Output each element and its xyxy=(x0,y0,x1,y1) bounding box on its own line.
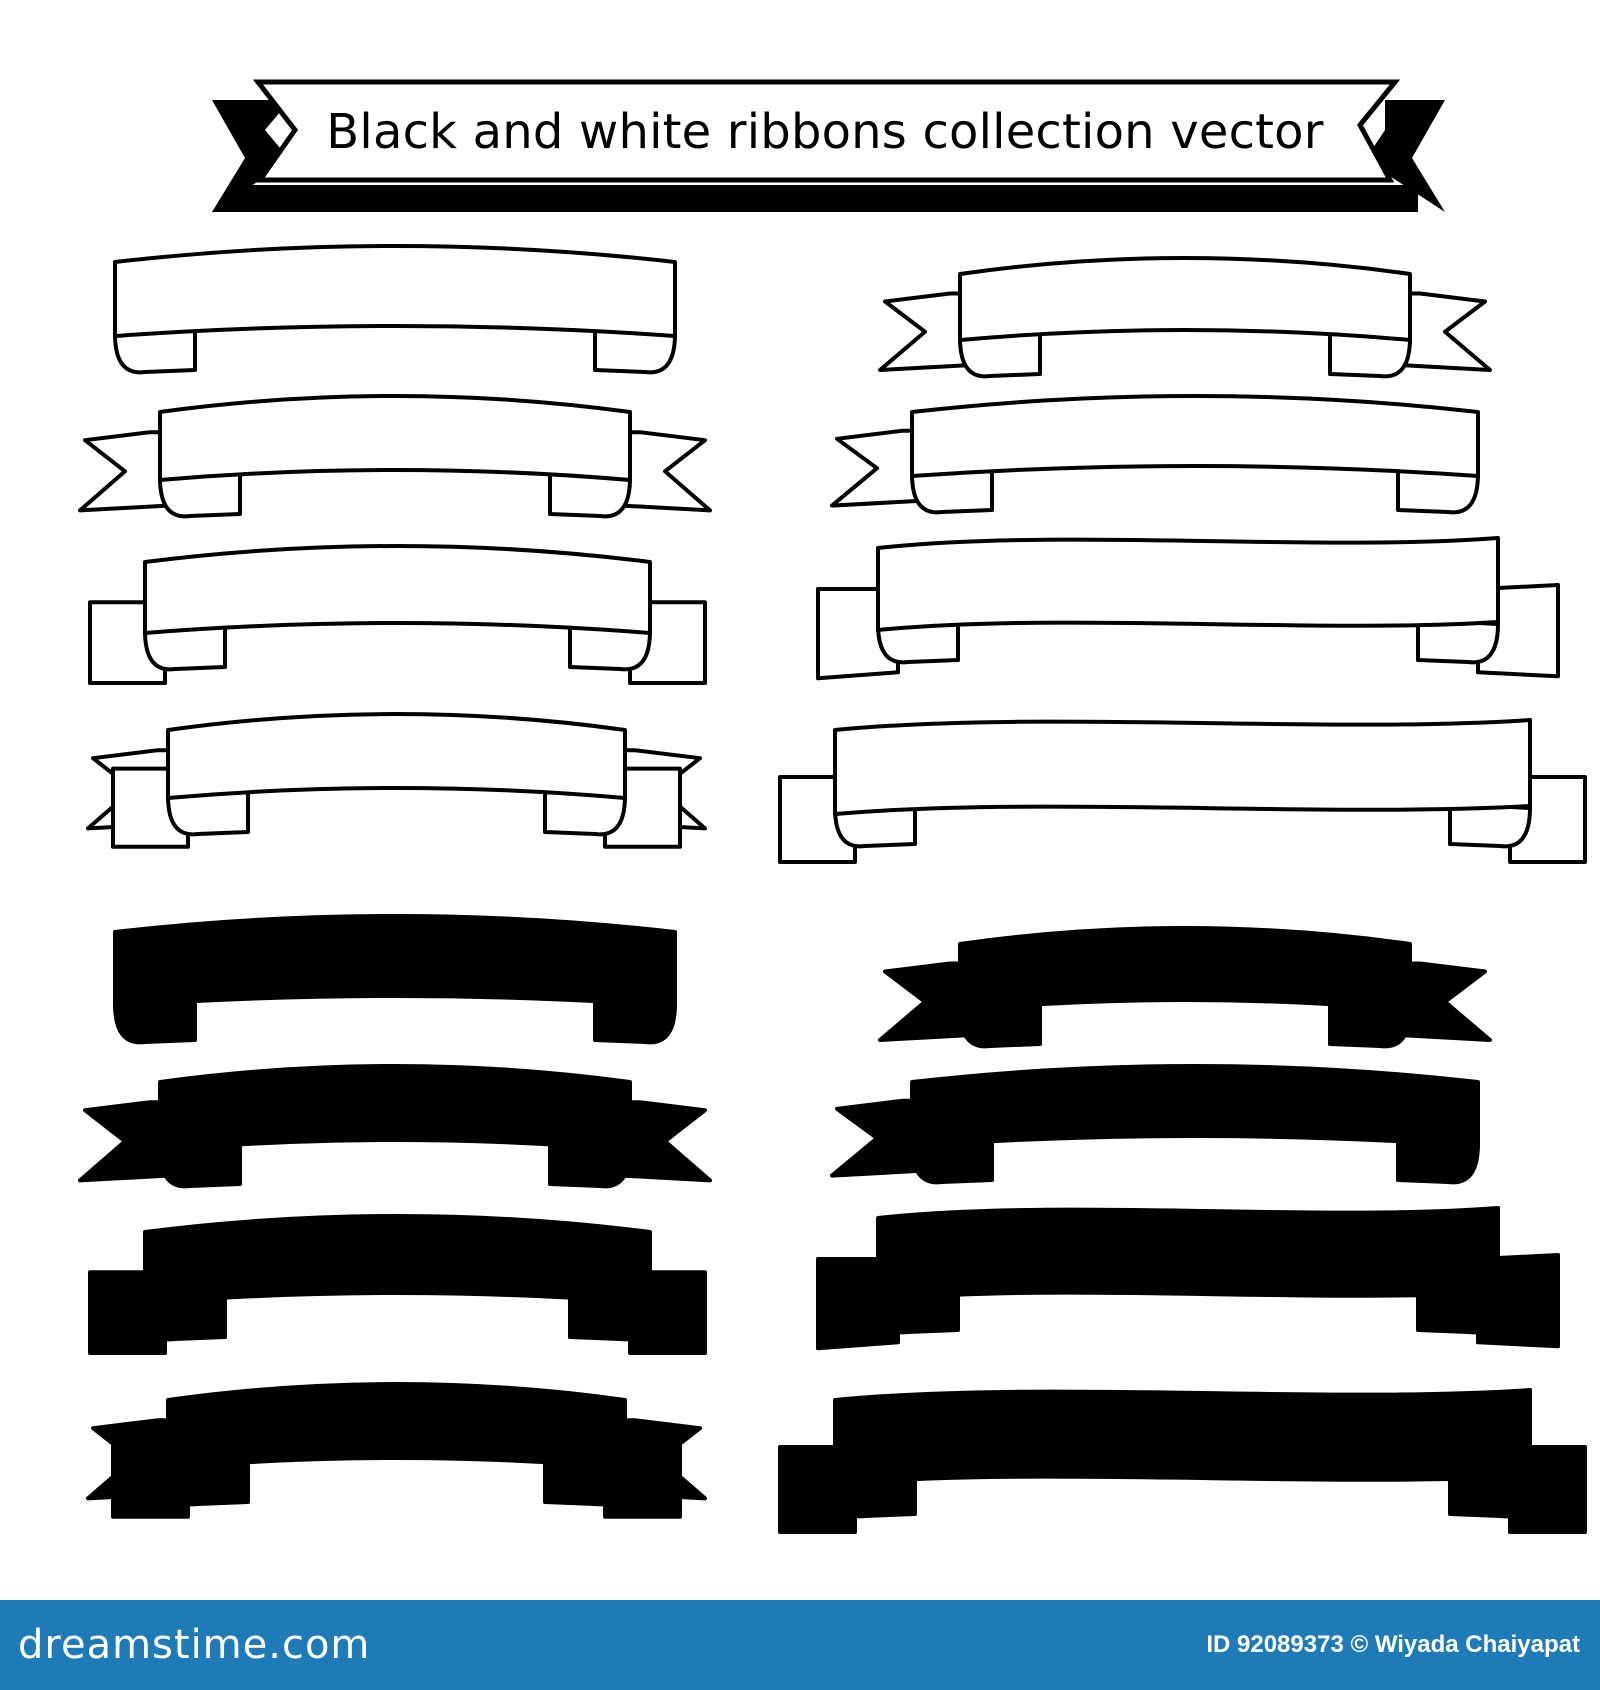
ribbon-left-fold xyxy=(876,1288,960,1335)
ribbon-band xyxy=(158,394,632,482)
ribbon-right-fold xyxy=(568,625,652,672)
ribbon-band xyxy=(113,914,677,1008)
ribbon-right-fold xyxy=(1416,618,1500,665)
ribbon-left-fold xyxy=(910,468,994,515)
ribbon-left-fold xyxy=(158,1142,242,1189)
ribbon-right-fold xyxy=(1448,802,1532,849)
filled-ribbon-3 xyxy=(88,1214,707,1355)
title-banner-left-tail xyxy=(212,100,290,212)
ribbon-band xyxy=(833,1388,1532,1486)
title-banner xyxy=(212,79,1445,212)
filled-ribbon-6 xyxy=(830,1064,1480,1185)
title-banner-back-strip xyxy=(212,185,1418,212)
ribbon-left-fold xyxy=(113,998,197,1045)
footer-bar: dreamstime.com ID 92089373 © Wiyada Chai… xyxy=(0,1600,1600,1690)
ribbon-band xyxy=(958,256,1412,342)
filled-ribbon-8 xyxy=(778,1388,1587,1534)
ribbon-left-fold xyxy=(143,1295,227,1342)
outline-ribbon-6 xyxy=(830,394,1480,515)
ribbon-right-fold xyxy=(1328,1002,1412,1049)
ribbon-band xyxy=(876,536,1500,632)
ribbon-right-fold xyxy=(568,1295,652,1342)
ribbon-band xyxy=(143,1214,652,1305)
outline-ribbon-5 xyxy=(878,256,1492,379)
ribbon-right-fold xyxy=(1448,1472,1532,1519)
footer-image-credit: ID 92089373 © Wiyada Chaiyapat xyxy=(1206,1631,1580,1658)
ribbon-left-fold xyxy=(166,1460,250,1507)
ribbon-band xyxy=(958,926,1412,1012)
ribbon-left-fold xyxy=(158,472,242,519)
ribbon-left-fold xyxy=(166,790,250,837)
filled-ribbon-5 xyxy=(878,926,1492,1049)
ribbon-band xyxy=(166,712,627,800)
ribbon-left-fold xyxy=(833,802,917,849)
ribbon-band xyxy=(158,1064,632,1152)
ribbon-left-fold xyxy=(833,1472,917,1519)
ribbon-left-fold xyxy=(113,328,197,375)
ribbon-left-fold xyxy=(958,1002,1042,1049)
ribbon-right-fold xyxy=(593,328,677,375)
outline-ribbon-8 xyxy=(778,718,1587,864)
ribbon-right-fold xyxy=(1396,1138,1480,1185)
outline-ribbon-2 xyxy=(78,394,712,519)
ribbon-right-fold xyxy=(1328,332,1412,379)
ribbon-band xyxy=(143,544,652,635)
ribbon-band xyxy=(166,1382,627,1470)
filled-ribbon-2 xyxy=(78,1064,712,1189)
outline-ribbon-1 xyxy=(113,244,677,375)
ribbon-right-fold xyxy=(1396,468,1480,515)
ribbon-band xyxy=(833,718,1532,816)
title-banner-right-tail xyxy=(1365,100,1445,212)
ribbon-right-fold xyxy=(593,998,677,1045)
ribbon-right-fold xyxy=(543,1460,627,1507)
filled-ribbon-1 xyxy=(113,914,677,1045)
filled-ribbon-4 xyxy=(86,1382,707,1519)
ribbon-right-fold xyxy=(548,1142,632,1189)
ribbon-left-fold xyxy=(876,618,960,665)
ribbon-left-fold xyxy=(958,332,1042,379)
outline-ribbon-4 xyxy=(86,712,707,849)
page-title: Black and white ribbons collection vecto… xyxy=(326,104,1324,160)
outline-ribbon-3 xyxy=(88,544,707,685)
ribbon-left-fold xyxy=(143,625,227,672)
ribbon-band xyxy=(113,244,677,338)
ribbon-collection-artwork xyxy=(78,79,1587,1534)
ribbon-left-fold xyxy=(910,1138,994,1185)
ribbon-band xyxy=(910,394,1480,478)
ribbon-right-fold xyxy=(1416,1288,1500,1335)
footer-brand-logo[interactable]: dreamstime.com xyxy=(18,1622,371,1668)
title-banner-panel xyxy=(252,79,1401,183)
ribbon-band xyxy=(876,1206,1500,1302)
ribbon-right-fold xyxy=(548,472,632,519)
filled-ribbon-7 xyxy=(816,1206,1560,1351)
ribbon-right-fold xyxy=(543,790,627,837)
ribbon-band xyxy=(910,1064,1480,1148)
outline-ribbon-7 xyxy=(816,536,1560,681)
